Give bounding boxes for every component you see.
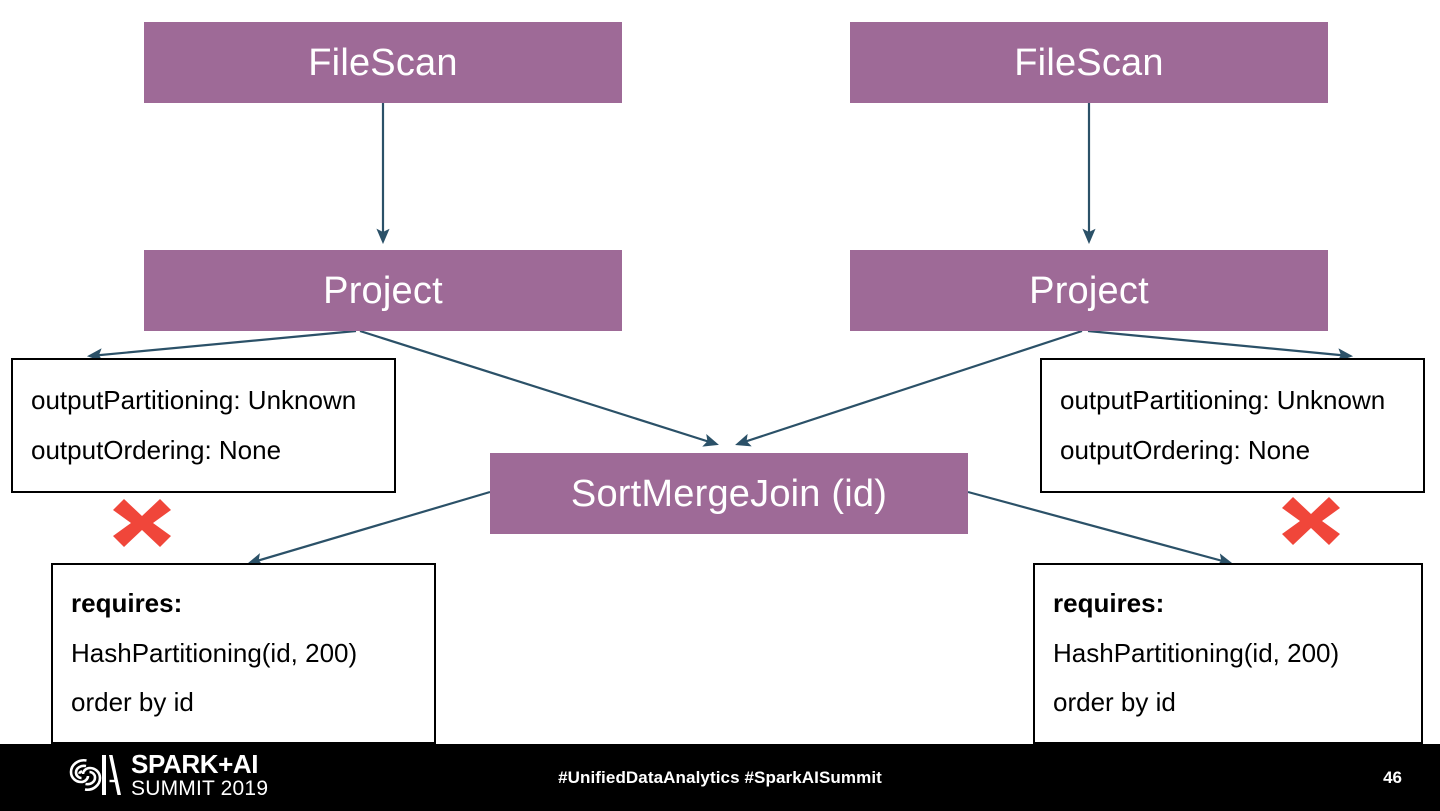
annotation-output-right: outputPartitioning: Unknown outputOrderi… <box>1040 358 1425 493</box>
annotation-line-order-by: order by id <box>71 687 194 718</box>
edge-sortmergejoin-to-requires-left <box>247 490 491 566</box>
annotation-requires-right: requires: HashPartitioning(id, 200) orde… <box>1033 563 1423 744</box>
page-number: 46 <box>1383 767 1402 787</box>
spark-summit-logo: SPARK+AI SUMMIT 2019 <box>62 751 268 799</box>
annotation-line-output-ordering: outputOrdering: None <box>1060 434 1311 465</box>
edge-project-right-to-sortmergejoin <box>735 329 1083 447</box>
annotation-line-output-partitioning: outputPartitioning: Unknown <box>1060 384 1386 415</box>
node-sortmergejoin[interactable]: SortMergeJoin (id) <box>490 453 968 534</box>
node-label: FileScan <box>1014 41 1164 84</box>
node-label: Project <box>323 269 443 312</box>
edge-project-left-to-sortmergejoin <box>359 329 719 447</box>
edge-project-right-to-output-right <box>1087 329 1354 362</box>
node-label: Project <box>1029 269 1149 312</box>
annotation-line-hash-partitioning: HashPartitioning(id, 200) <box>1053 637 1340 668</box>
annotation-line-requires-heading: requires: <box>71 587 183 618</box>
slide-footer: #UnifiedDataAnalytics #SparkAISummit 46 <box>0 744 1440 811</box>
node-label: FileScan <box>308 41 458 84</box>
node-project-right[interactable]: Project <box>850 250 1328 331</box>
brand-line-summit-year: SUMMIT 2019 <box>131 776 269 800</box>
annotation-requires-left: requires: HashPartitioning(id, 200) orde… <box>51 563 436 744</box>
red-x-icon <box>1280 495 1342 547</box>
edge-project-left-to-output-left <box>86 329 357 362</box>
red-x-icon <box>111 497 173 549</box>
node-project-left[interactable]: Project <box>144 250 622 331</box>
node-filescan-right[interactable]: FileScan <box>850 22 1328 103</box>
node-filescan-left[interactable]: FileScan <box>144 22 622 103</box>
footer-hashtags: #UnifiedDataAnalytics #SparkAISummit <box>558 767 882 787</box>
spark-summit-spiral-icon <box>69 755 121 795</box>
edge-sortmergejoin-to-requires-right <box>967 490 1233 567</box>
annotation-line-hash-partitioning: HashPartitioning(id, 200) <box>71 637 358 668</box>
annotation-line-output-partitioning: outputPartitioning: Unknown <box>31 384 357 415</box>
annotation-line-order-by: order by id <box>1053 687 1176 718</box>
brand-line-spark-ai: SPARK+AI <box>131 749 259 780</box>
spark-summit-wordmark: SPARK+AI SUMMIT 2019 <box>131 751 268 799</box>
annotation-output-left: outputPartitioning: Unknown outputOrderi… <box>11 358 396 493</box>
node-label: SortMergeJoin (id) <box>570 472 888 515</box>
annotation-line-requires-heading: requires: <box>1053 587 1165 618</box>
annotation-line-output-ordering: outputOrdering: None <box>31 434 282 465</box>
